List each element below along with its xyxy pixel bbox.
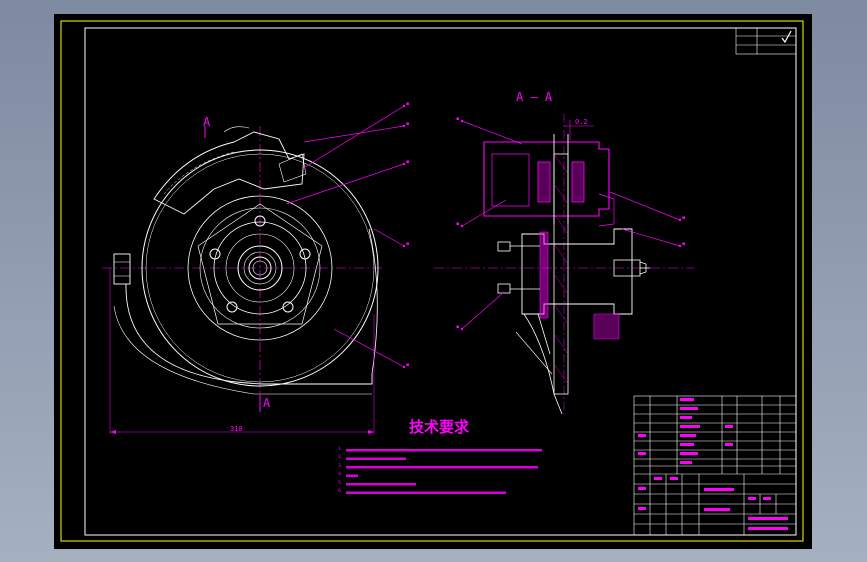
- tech-note: 1.: [338, 447, 343, 452]
- dimension-310: 310: [230, 425, 243, 433]
- section-view: [434, 114, 694, 415]
- title-block: [633, 395, 797, 536]
- dimension-0-2: 0.2: [575, 118, 588, 126]
- hub-circle: [187, 195, 333, 341]
- front-view: [102, 104, 406, 434]
- balloon-mark: ▪: [406, 101, 410, 107]
- brake-disc-outer: [141, 149, 379, 387]
- outer-border: [60, 20, 804, 542]
- balloon-mark: ▪: [682, 241, 686, 247]
- balloon-mark: ▪: [406, 159, 410, 165]
- roughness-table: [735, 27, 797, 55]
- tech-note: 6.: [338, 489, 343, 495]
- balloon-mark: ▪: [456, 116, 460, 122]
- tech-note: 2.: [338, 455, 343, 461]
- section-view-title: A — A: [516, 90, 553, 104]
- section-mark-top: A: [203, 115, 211, 129]
- drawing-sheet: A A A — A 310 0.2 ▪ ▪ ▪ ▪ ▪ ▪ ▪ ▪ ▪ ▪ 技术…: [54, 14, 812, 549]
- drawing-canvas: [60, 20, 804, 542]
- balloon-mark: ▪: [406, 241, 410, 247]
- balloon-mark: ▪: [456, 324, 460, 330]
- balloon-mark: ▪: [456, 221, 460, 227]
- balloon-mark: ▪: [682, 215, 686, 221]
- balloon-mark: ▪: [406, 362, 410, 368]
- tech-note: 4.: [338, 472, 343, 478]
- tech-note: 5.: [338, 480, 343, 486]
- tech-notes-scribble: [346, 449, 542, 494]
- title-block-text-marks: [638, 398, 788, 530]
- balloon-mark: ▪: [406, 121, 410, 127]
- tech-requirements-title: 技术要求: [409, 418, 470, 436]
- inner-border: [84, 27, 797, 536]
- tech-requirements-notes: 1. 2. 3. 4. 5. 6.: [338, 446, 342, 496]
- section-mark-bottom: A: [263, 396, 271, 410]
- tech-note: 3.: [338, 463, 343, 469]
